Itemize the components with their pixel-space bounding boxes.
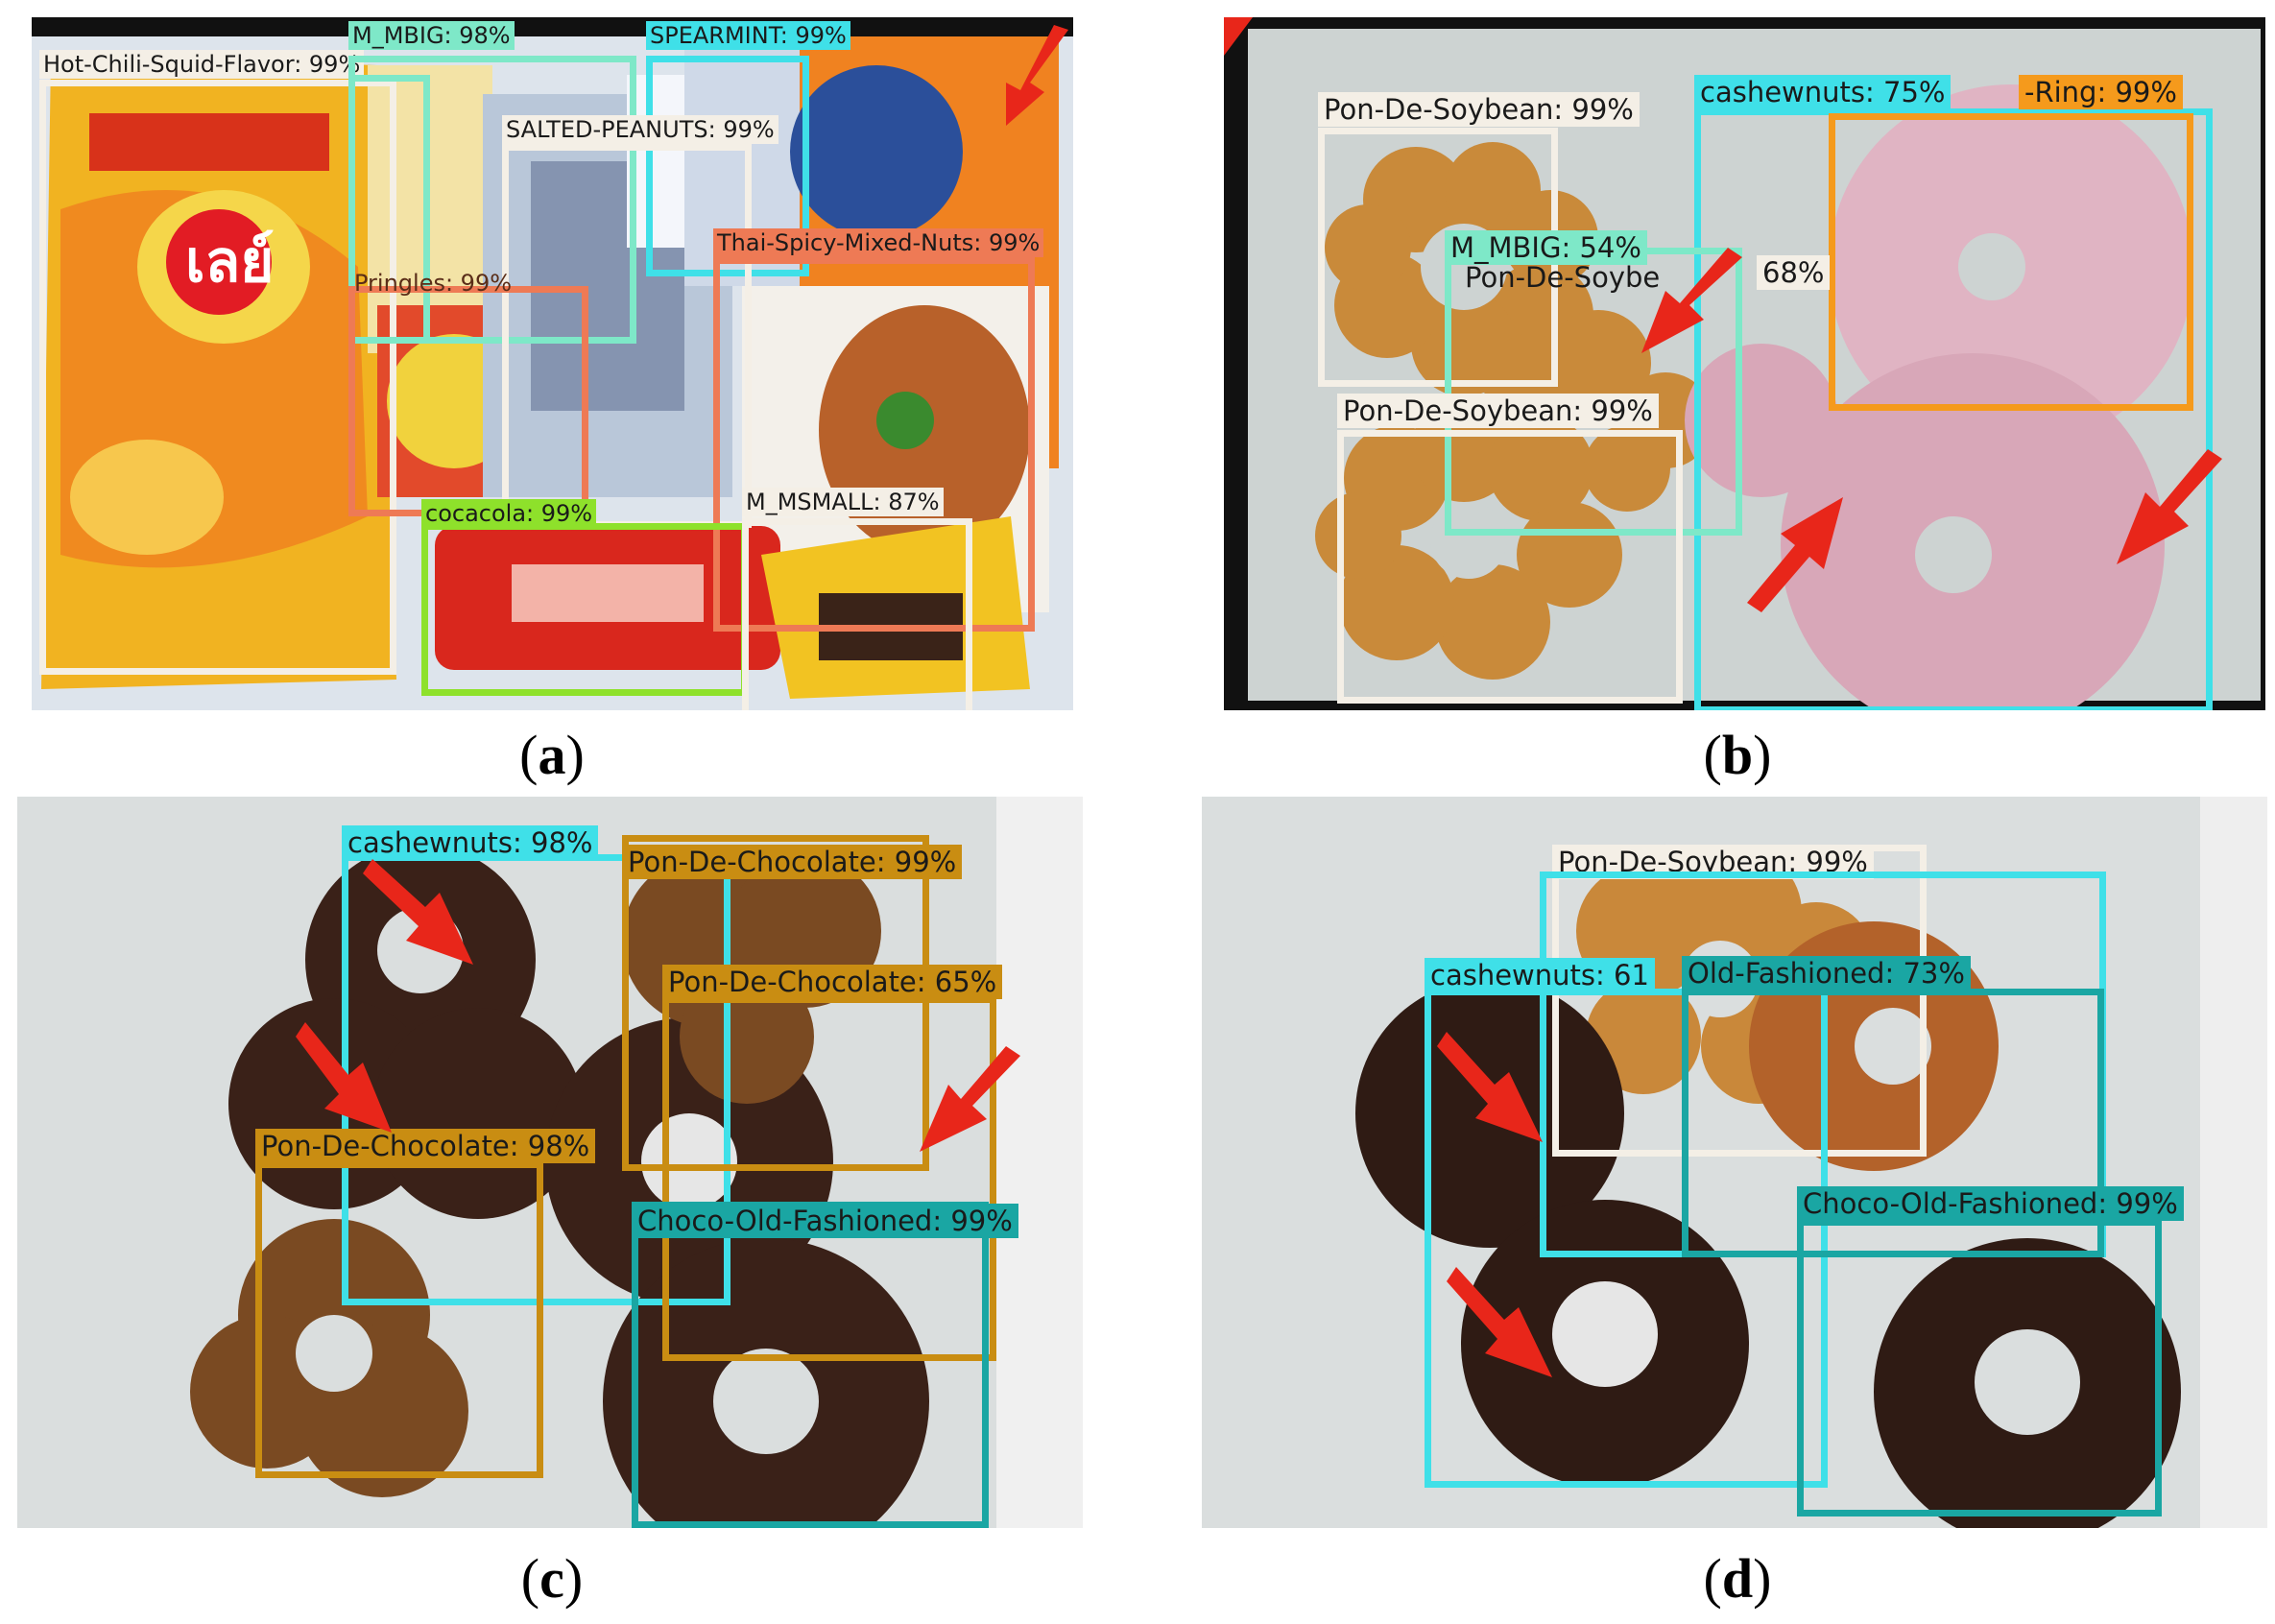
box-hot-chili — [39, 80, 396, 675]
red-arrow-a1 — [1006, 25, 1068, 126]
box-choco-old-d — [1797, 1219, 2162, 1517]
red-arrow-c2 — [296, 1022, 392, 1133]
label-old-fashioned-c: Choco-Old-Fashioned: 99% — [632, 1204, 1018, 1238]
label-thai-spicy: Thai-Spicy-Mixed-Nuts: 99% — [713, 228, 1044, 257]
panel-b-photo — [1224, 17, 2265, 710]
box-spearmint — [646, 56, 809, 276]
red-arrow-c3 — [920, 1046, 1020, 1152]
label-choc-mid: Pon-De-Chocolate: 65% — [662, 965, 1003, 999]
box-choc-mid — [662, 996, 996, 1361]
red-arrow-d2 — [1447, 1267, 1552, 1377]
box-cocacola — [421, 523, 748, 696]
red-arrow-d1 — [1437, 1032, 1543, 1142]
box-old-d — [1682, 989, 2104, 1257]
red-arrow-c1 — [363, 859, 473, 965]
caption-a-letter: a — [538, 724, 566, 786]
box-mbig-wide — [348, 56, 636, 344]
label-cashew-d: cashewnuts: 61 — [1425, 958, 1655, 992]
label-soy2: Pon-De-Soybean: 99% — [1337, 394, 1659, 428]
box-pringles — [348, 286, 588, 516]
caption-c-letter: c — [539, 1547, 564, 1610]
caption-c: (c) — [520, 1547, 584, 1610]
red-arrow-b1 — [1641, 248, 1742, 353]
label-cashew: cashewnuts: 75% — [1694, 75, 1952, 109]
label-choc-top: Pon-De-Chocolate: 99% — [622, 845, 963, 879]
caption-a: (a) — [519, 724, 585, 786]
label-ring: -Ring: 99% — [2019, 75, 2183, 109]
label-choc-left: Pon-De-Chocolate: 98% — [255, 1129, 596, 1163]
box-cashew — [1694, 108, 2213, 710]
caption-d: (d) — [1703, 1547, 1772, 1610]
label-salted-peanuts: SALTED-PEANUTS: 99% — [502, 115, 778, 144]
box-choc-left — [255, 1161, 543, 1478]
label-choco-old-d: Choco-Old-Fashioned: 99% — [1797, 1186, 2184, 1221]
label-msmall: M_MSMALL: 87% — [742, 488, 944, 516]
panel-a-photo: เลย์ — [32, 17, 1073, 710]
label-spearmint: SPEARMINT: 99% — [646, 21, 850, 50]
label-cocacola: cocacola: 99% — [421, 499, 597, 528]
box-choc-top — [622, 835, 929, 1171]
box-thai-spicy — [713, 257, 1035, 632]
caption-b-letter: b — [1721, 724, 1754, 786]
panel-b-soybean-image: Pon-De-Soybean: 99% cashewnuts: 75% -Rin… — [1224, 17, 2265, 710]
panel-d-photo — [1202, 797, 2267, 1528]
caption-d-letter: d — [1721, 1547, 1754, 1610]
panel-a-snacks-image: เลย์ Hot-Chili-Squid-Flavor: 99% M_MBIG:… — [32, 17, 1073, 710]
svg-text:เลย์: เลย์ — [185, 228, 274, 296]
box-soy2 — [1337, 430, 1683, 704]
box-old-fashioned-c — [632, 1202, 989, 1528]
label-mbig-b: M_MBIG: 54% — [1445, 230, 1647, 265]
label-soy-mid-pct: 68% — [1757, 255, 1831, 290]
label-cashew-c: cashewnuts: 98% — [342, 825, 599, 860]
red-arrow-b2 — [1747, 497, 1843, 612]
label-old-d: Old-Fashioned: 73% — [1682, 956, 1971, 991]
caption-b: (b) — [1703, 724, 1772, 786]
label-soy1: Pon-De-Soybean: 99% — [1318, 92, 1640, 127]
label-mbig: M_MBIG: 98% — [348, 21, 515, 50]
red-arrow-b3 — [2117, 449, 2222, 564]
panel-d-mixed-image: Pon-De-Soybean: 99% cashewnuts: 61 Old-F… — [1202, 797, 2267, 1528]
panel-c-chocolate-image: cashewnuts: 98% Pon-De-Chocolate: 99% Po… — [17, 797, 1083, 1528]
label-soy-mid: Pon-De-Soybe — [1465, 261, 1661, 294]
label-hot-chili: Hot-Chili-Squid-Flavor: 99% — [39, 50, 365, 79]
box-ring — [1829, 113, 2193, 411]
box-msmall — [742, 518, 972, 710]
label-pringles: Pringles: 99% — [354, 270, 513, 297]
